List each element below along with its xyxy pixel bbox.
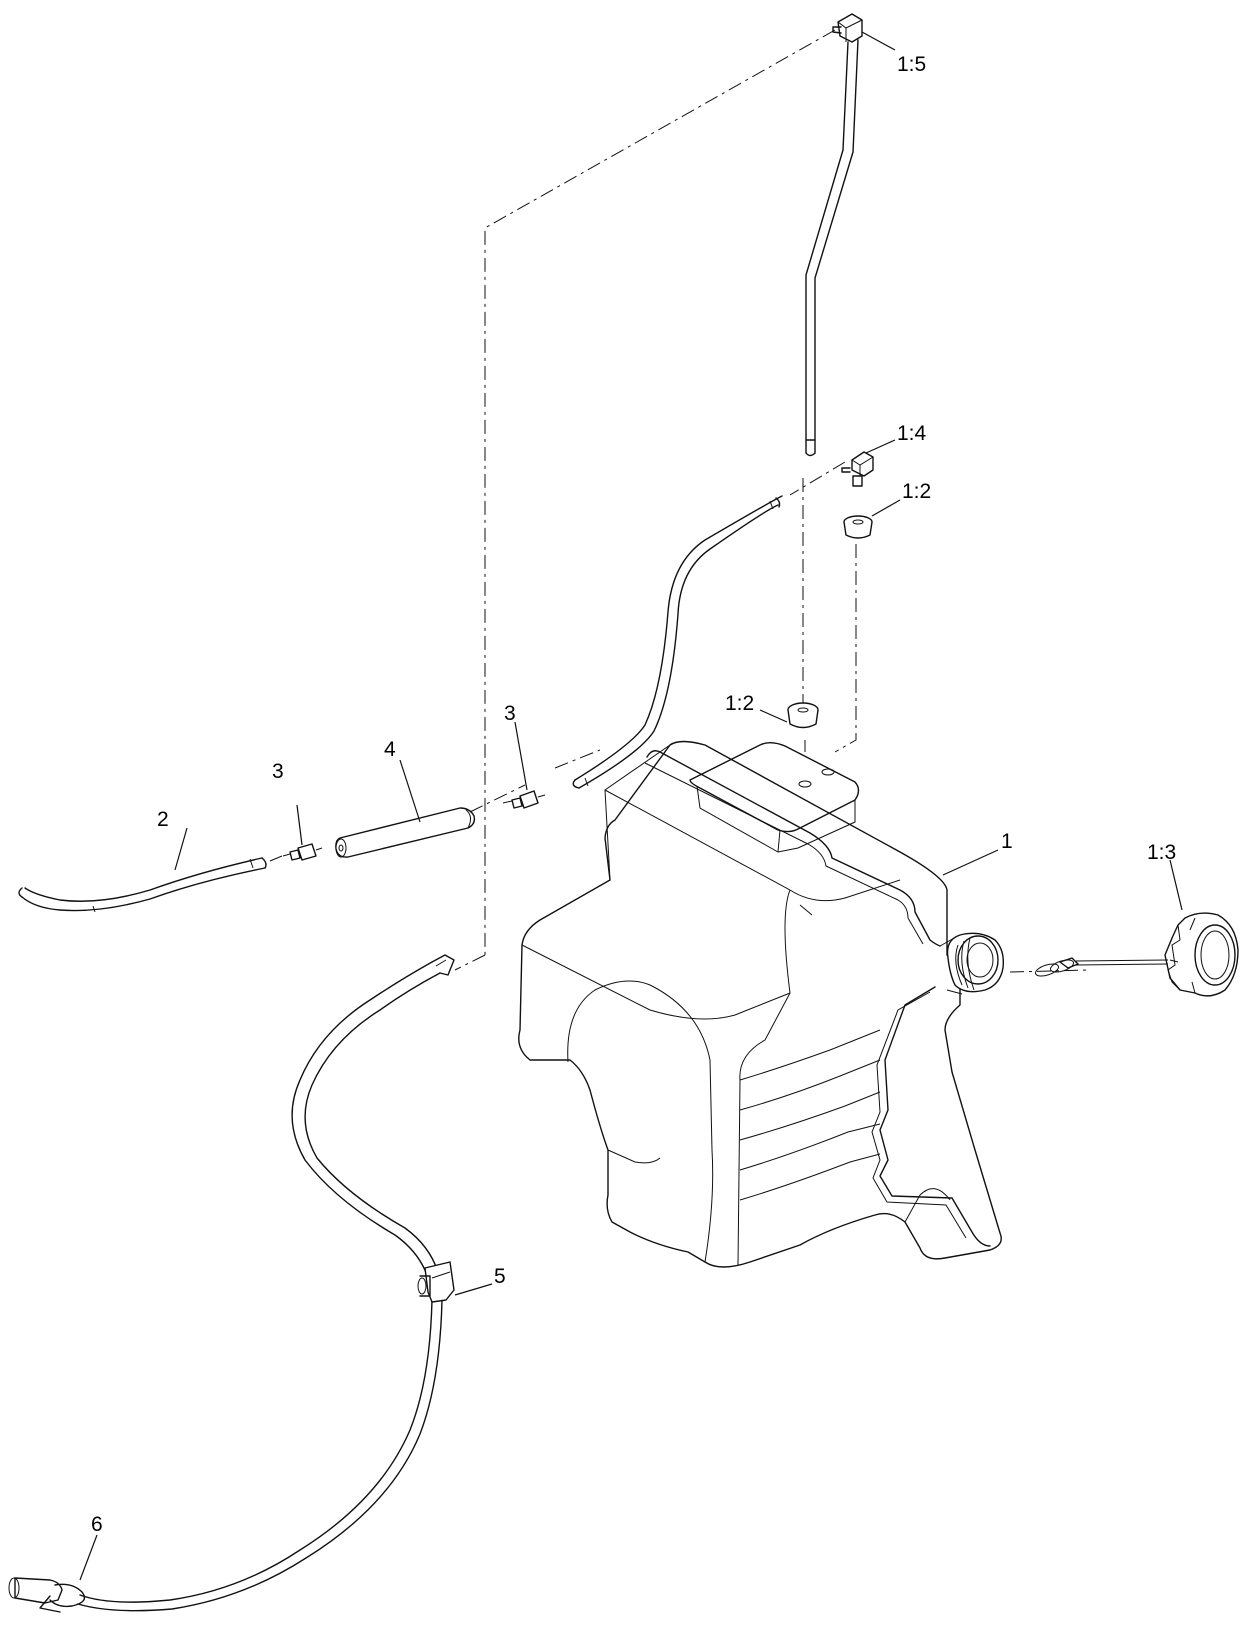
fuel-line-hose xyxy=(335,807,476,858)
hose-fitting-right xyxy=(502,790,546,809)
callout-1-4: 1:4 xyxy=(897,422,927,445)
grommet-upper xyxy=(843,515,873,539)
grommet-lower xyxy=(787,702,819,729)
phantom-lines xyxy=(269,29,1091,973)
callout-labels: 1:5 1:4 1:2 1:2 1 1:3 2 3 3 4 5 6 xyxy=(91,53,1176,1536)
callout-3-left: 3 xyxy=(272,760,284,783)
callout-1-3: 1:3 xyxy=(1147,841,1176,864)
callout-1-2-upper: 1:2 xyxy=(902,480,931,503)
callout-1: 1 xyxy=(1001,830,1013,853)
callout-3-right: 3 xyxy=(504,702,516,725)
hose-end-fitting xyxy=(8,1577,86,1613)
callout-1-2-lower: 1:2 xyxy=(725,692,754,715)
callout-2: 2 xyxy=(157,808,169,831)
hose-fitting-left xyxy=(282,843,323,861)
fuel-cap xyxy=(1164,912,1239,997)
callout-1-5: 1:5 xyxy=(897,53,926,76)
fuel-tank xyxy=(518,740,1005,1268)
cap-tether xyxy=(1034,957,1169,977)
dip-tube-assembly xyxy=(805,13,863,457)
leader-lines xyxy=(79,31,1183,1581)
fuel-hose-short xyxy=(18,857,267,913)
fuel-hose-long xyxy=(77,954,455,1612)
callout-5: 5 xyxy=(494,1265,506,1288)
vent-hose xyxy=(572,495,783,789)
elbow-fitting xyxy=(841,451,874,487)
callout-6: 6 xyxy=(91,1513,103,1536)
hose-clamp xyxy=(417,1261,455,1303)
callout-4: 4 xyxy=(384,738,396,761)
